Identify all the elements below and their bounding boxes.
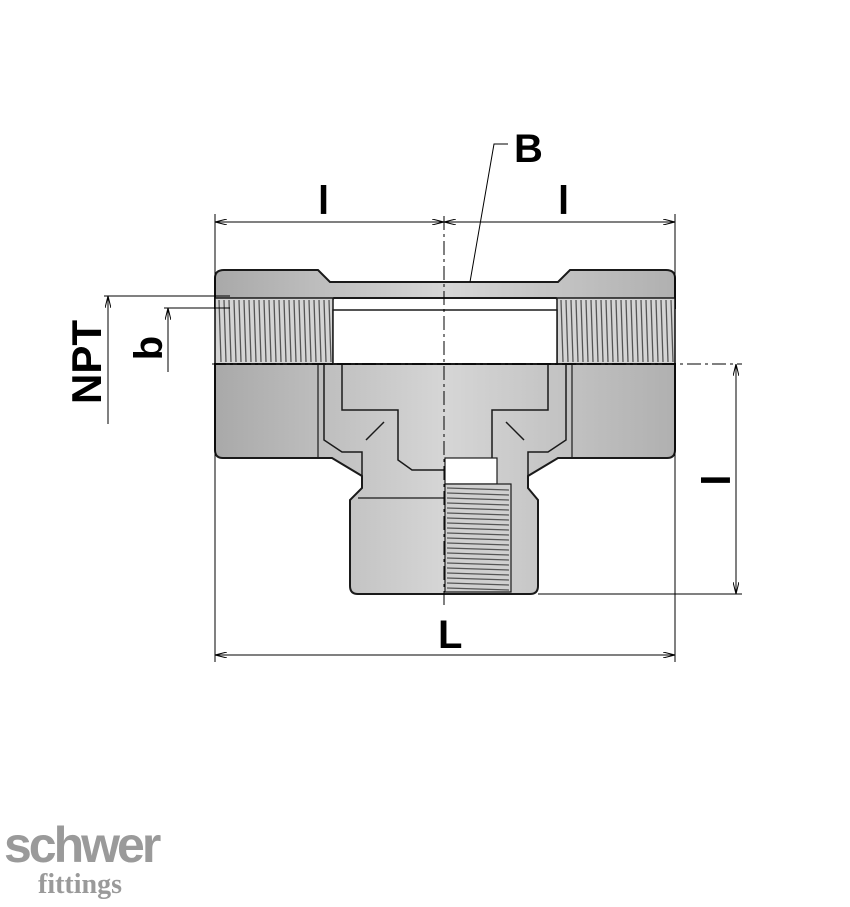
label-l-left: l — [318, 179, 329, 223]
chamfer-right — [505, 421, 525, 441]
left-thread — [218, 299, 332, 363]
dimension-lines — [108, 222, 736, 655]
label-b: b — [127, 336, 171, 360]
extension-lines — [104, 143, 742, 662]
chamfer-left — [365, 421, 385, 441]
fitting-body — [214, 269, 676, 595]
centerlines — [212, 216, 742, 606]
inner-contour-left — [323, 364, 445, 476]
branch-thread — [446, 487, 510, 591]
label-l-right: l — [558, 179, 569, 223]
label-B: B — [514, 127, 543, 171]
inner-bore — [332, 309, 558, 365]
label-L: L — [438, 613, 462, 657]
label-NPT: NPT — [63, 320, 110, 404]
right-thread — [560, 299, 674, 363]
branch-bore — [444, 457, 498, 485]
label-l-vertical: l — [695, 474, 739, 485]
